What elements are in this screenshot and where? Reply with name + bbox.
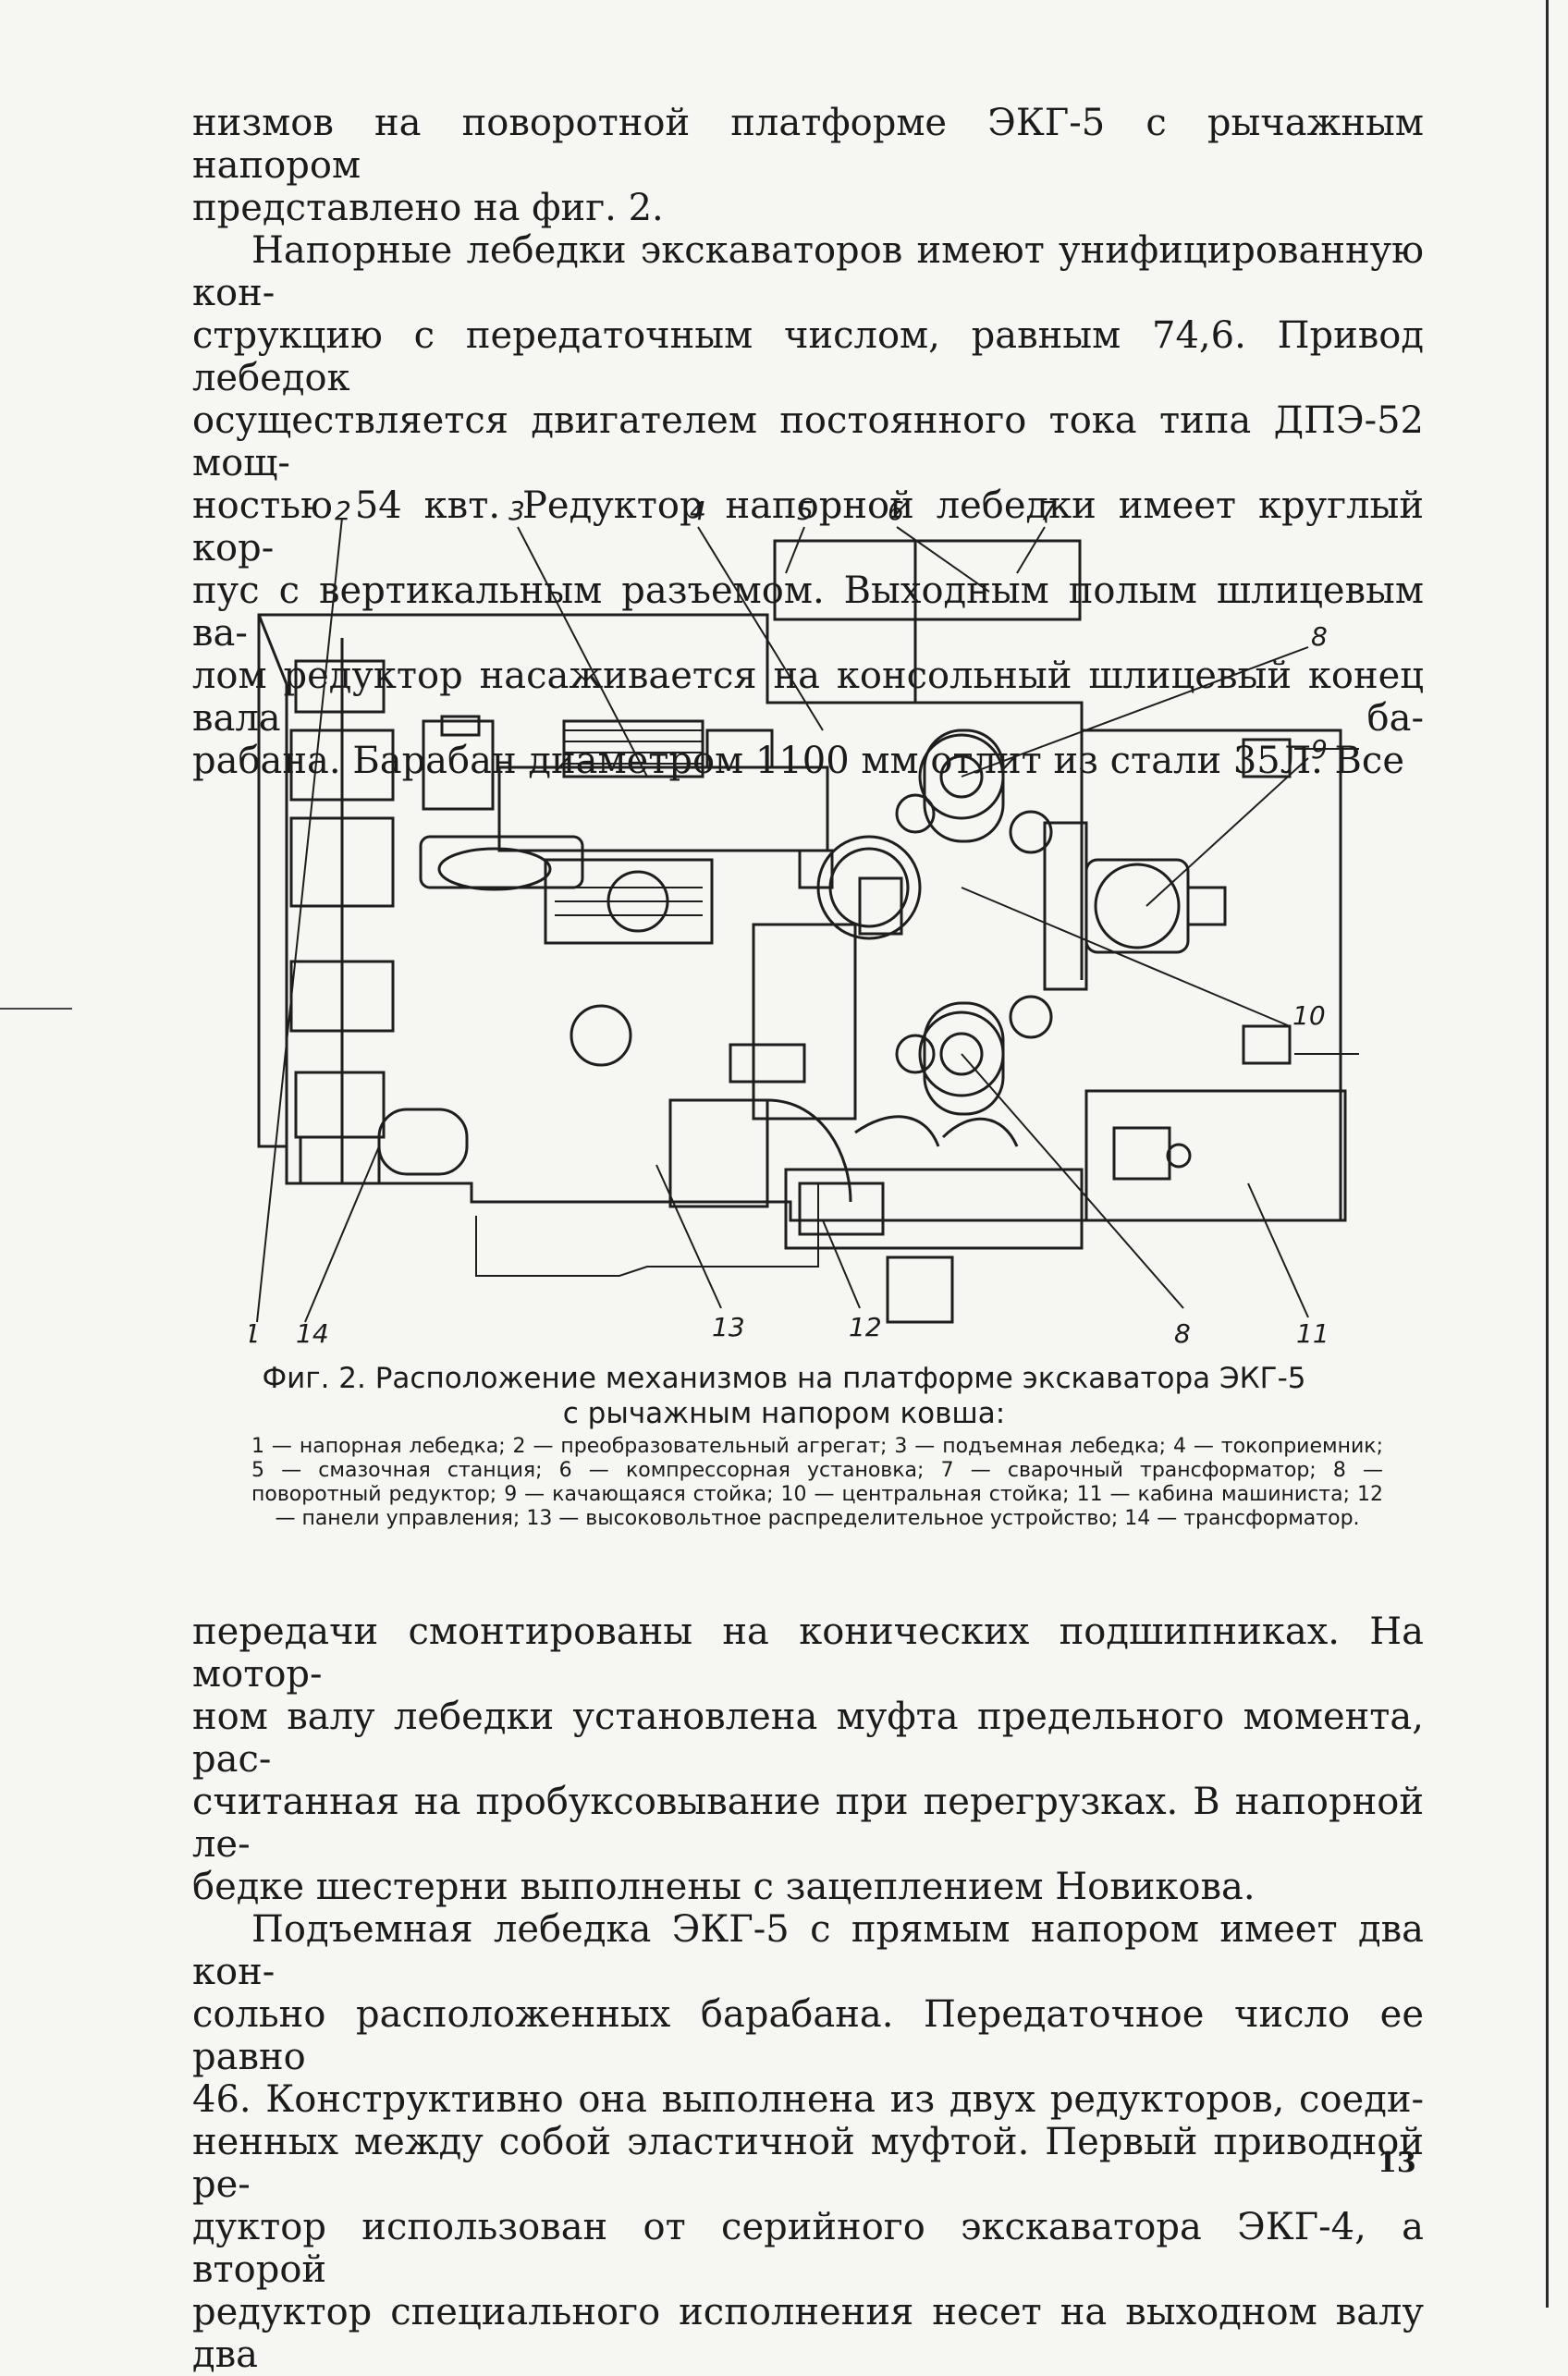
text-line: считанная на пробуксовывание при перегру… (192, 1781, 1424, 1866)
text-line: представлено на фиг. 2. (192, 187, 664, 229)
text-line: дуктор использован от серийного экскават… (192, 2206, 1424, 2291)
label-5: 5 (797, 499, 814, 526)
label-7: 7 (1040, 499, 1057, 526)
text-line: лом редуктор насаживается на консольный … (192, 655, 1424, 740)
text-line: 46. Конструктивно она выполнена из двух … (192, 2078, 1424, 2121)
aux-compartment (773, 539, 1082, 621)
label-9: 9 (1311, 734, 1328, 765)
platform-diagram: 1 2 3 4 5 6 7 8 9 10 11 12 8 13 14 (244, 496, 1359, 1349)
platform-outline (257, 613, 1342, 1222)
caption-line-2: с рычажным напором ковша: (562, 1397, 1006, 1430)
figure-2-platform-layout: 1 2 3 4 5 6 7 8 9 10 11 12 8 13 14 (244, 496, 1368, 1350)
text-line: редуктор специального исполнения несет н… (192, 2291, 1424, 2376)
label-3: 3 (508, 499, 525, 526)
text-line: ном валу лебедки установлена муфта преде… (192, 1696, 1424, 1781)
page-binding-edge (1546, 0, 1549, 2308)
label-4: 4 (690, 499, 706, 526)
text-line: ненных между собой эластичной муфтой. Пе… (192, 2121, 1424, 2206)
label-11: 11 (1296, 1318, 1329, 1349)
body-text-bottom: передачи смонтированы на конических подш… (192, 1611, 1424, 2376)
label-2: 2 (335, 499, 351, 526)
text-line: бедке шестерни выполнены с зацеплением Н… (192, 1866, 1256, 1908)
text-line: струкцию с передаточным числом, равным 7… (192, 314, 1424, 399)
text-line: пус с вертикальным разъемом. Выходным по… (192, 570, 1424, 655)
label-6: 6 (888, 499, 904, 526)
text-line: ностью 54 квт. Редуктор напорной лебедки… (192, 484, 1424, 570)
label-1: 1 (250, 1318, 261, 1349)
body-text-top: низмов на поворотной платформе ЭКГ-5 с р… (192, 102, 1424, 782)
label-8-top: 8 (1311, 621, 1328, 652)
label-8-bottom: 8 (1174, 1318, 1191, 1349)
label-12: 12 (849, 1312, 882, 1342)
text-line: передачи смонтированы на конических подш… (192, 1611, 1424, 1696)
leader-lines (256, 517, 1309, 1323)
figure-caption: Фиг. 2. Расположение механизмов на платф… (166, 1361, 1402, 1431)
rear-counterweight (257, 614, 288, 685)
text-line: сольно расположенных барабана. Передаточ… (192, 1993, 1424, 2078)
page-number: 13 (1378, 2147, 1416, 2179)
margin-mark (0, 1008, 72, 1010)
label-10: 10 (1292, 1000, 1326, 1031)
figure-legend: 1 — напорная лебедка; 2 — преобразовател… (251, 1435, 1383, 1530)
caption-line-1: Фиг. 2. Расположение механизмов на платф… (262, 1362, 1306, 1395)
label-13: 13 (712, 1312, 745, 1342)
label-14: 14 (296, 1318, 329, 1349)
text-line: Напорные лебедки экскаваторов имеют униф… (192, 229, 1424, 314)
text-line: осуществляется двигателем постоянного то… (192, 399, 1424, 484)
text-line: Подъемная лебедка ЭКГ-5 с прямым напором… (192, 1908, 1424, 1993)
text-line: низмов на поворотной платформе ЭКГ-5 с р… (192, 102, 1424, 187)
